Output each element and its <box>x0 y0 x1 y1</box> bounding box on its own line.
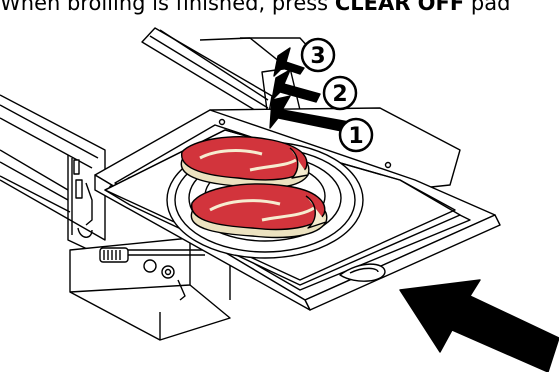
callout-3: 3 <box>302 39 334 71</box>
callout-2-label: 2 <box>332 82 347 107</box>
callout-1-label: 1 <box>348 124 363 149</box>
push-arrow-icon <box>400 280 559 372</box>
oven-side-wall <box>0 95 105 255</box>
mechanism-block <box>70 238 230 340</box>
callout-3-label: 3 <box>310 44 325 69</box>
steak-icon <box>191 184 326 237</box>
callout-2: 2 <box>324 77 356 109</box>
callout-1: 1 <box>340 119 372 151</box>
